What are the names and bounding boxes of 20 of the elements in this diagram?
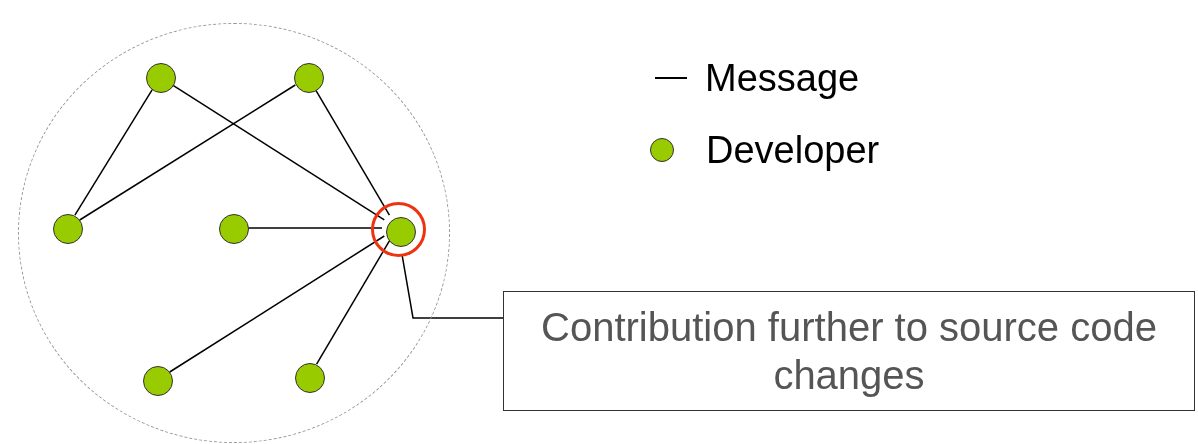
developer-node bbox=[53, 214, 83, 244]
developer-node bbox=[386, 217, 416, 247]
message-line bbox=[78, 84, 297, 221]
leader-line bbox=[401, 254, 504, 319]
message-line bbox=[168, 235, 386, 373]
developer-node bbox=[146, 63, 176, 93]
message-line bbox=[171, 84, 386, 221]
developer-node bbox=[219, 214, 249, 244]
callout-box bbox=[503, 291, 1195, 411]
callout-text: Contribution further to source code changes bbox=[540, 304, 1158, 399]
legend-label: Message bbox=[705, 56, 860, 100]
message-line bbox=[314, 89, 391, 216]
message-line bbox=[247, 227, 383, 229]
legend-label: Developer bbox=[706, 128, 880, 172]
message-line bbox=[74, 89, 153, 216]
developer-node bbox=[294, 63, 324, 93]
developer-node bbox=[295, 363, 325, 393]
developer-node bbox=[143, 366, 173, 396]
message-line bbox=[315, 240, 391, 365]
highlight-ring bbox=[371, 202, 426, 257]
